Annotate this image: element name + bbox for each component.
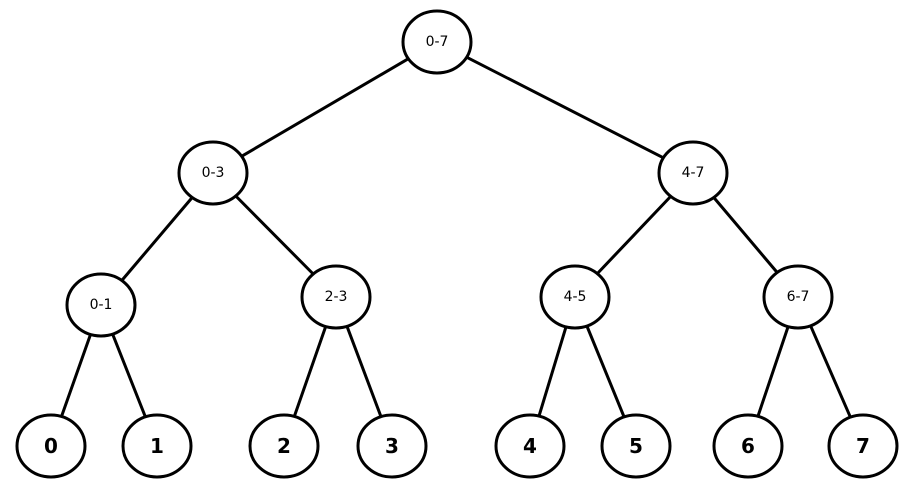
node-label: 2-3 bbox=[325, 289, 348, 305]
node-circle bbox=[712, 413, 784, 479]
node-label: 4-5 bbox=[564, 289, 587, 305]
node-label: 6 bbox=[741, 434, 755, 458]
node-circle bbox=[248, 413, 320, 479]
node-label: 5 bbox=[629, 434, 643, 458]
node-circle bbox=[494, 413, 566, 479]
range-node-b1: 4-5 bbox=[539, 264, 611, 330]
node-label: 0-3 bbox=[202, 165, 225, 181]
range-node-b2: 6-7 bbox=[762, 264, 834, 330]
leaf-node-l5: 5 bbox=[600, 413, 672, 479]
node-label: 0 bbox=[44, 434, 58, 458]
node-label: 1 bbox=[150, 434, 164, 458]
edge-r-b bbox=[465, 55, 665, 160]
edge-a2-l2 bbox=[292, 325, 328, 418]
node-circle bbox=[356, 413, 428, 479]
edge-b1-l5 bbox=[585, 324, 626, 419]
node-circle bbox=[827, 413, 899, 479]
node-label: 4 bbox=[523, 434, 537, 458]
range-node-a2: 2-3 bbox=[300, 264, 372, 330]
leaf-node-l3: 3 bbox=[356, 413, 428, 479]
edges-layer bbox=[60, 55, 852, 419]
edge-a1-l1 bbox=[111, 332, 147, 419]
nodes-layer: 0-7 0-3 4-7 0-1 2-3 4-5 6-7 0 1 2 3 4 5 6 7 bbox=[15, 9, 899, 479]
leaf-node-l4: 4 bbox=[494, 413, 566, 479]
node-circle bbox=[762, 264, 834, 330]
node-label: 6-7 bbox=[787, 289, 810, 305]
edge-a2-l3 bbox=[345, 324, 383, 419]
node-circle bbox=[15, 413, 87, 479]
edge-r-a bbox=[240, 57, 410, 158]
edge-b2-l6 bbox=[756, 325, 790, 418]
leaf-node-l6: 6 bbox=[712, 413, 784, 479]
range-node-r: 0-7 bbox=[401, 9, 473, 75]
edge-b1-l4 bbox=[537, 325, 568, 418]
node-circle bbox=[657, 140, 729, 206]
edge-b-b1 bbox=[595, 194, 673, 276]
leaf-node-l1: 1 bbox=[121, 413, 193, 479]
node-label: 7 bbox=[856, 434, 870, 458]
leaf-node-l0: 0 bbox=[15, 413, 87, 479]
edge-b-b2 bbox=[712, 196, 779, 274]
edge-a-a1 bbox=[120, 196, 194, 282]
edge-a-a2 bbox=[234, 194, 315, 276]
range-node-b: 4-7 bbox=[657, 140, 729, 206]
range-node-a: 0-3 bbox=[177, 140, 249, 206]
leaf-node-l7: 7 bbox=[827, 413, 899, 479]
node-circle bbox=[300, 264, 372, 330]
node-label: 2 bbox=[277, 434, 291, 458]
node-circle bbox=[65, 272, 137, 338]
edge-b2-l7 bbox=[809, 324, 852, 419]
node-circle bbox=[600, 413, 672, 479]
leaf-node-l2: 2 bbox=[248, 413, 320, 479]
node-circle bbox=[121, 413, 193, 479]
range-node-a1: 0-1 bbox=[65, 272, 137, 338]
node-label: 4-7 bbox=[682, 165, 705, 181]
node-circle bbox=[401, 9, 473, 75]
node-label: 0-7 bbox=[426, 34, 449, 50]
node-circle bbox=[539, 264, 611, 330]
node-label: 0-1 bbox=[90, 297, 113, 313]
node-label: 3 bbox=[385, 434, 399, 458]
edge-a1-l0 bbox=[60, 333, 92, 418]
node-circle bbox=[177, 140, 249, 206]
